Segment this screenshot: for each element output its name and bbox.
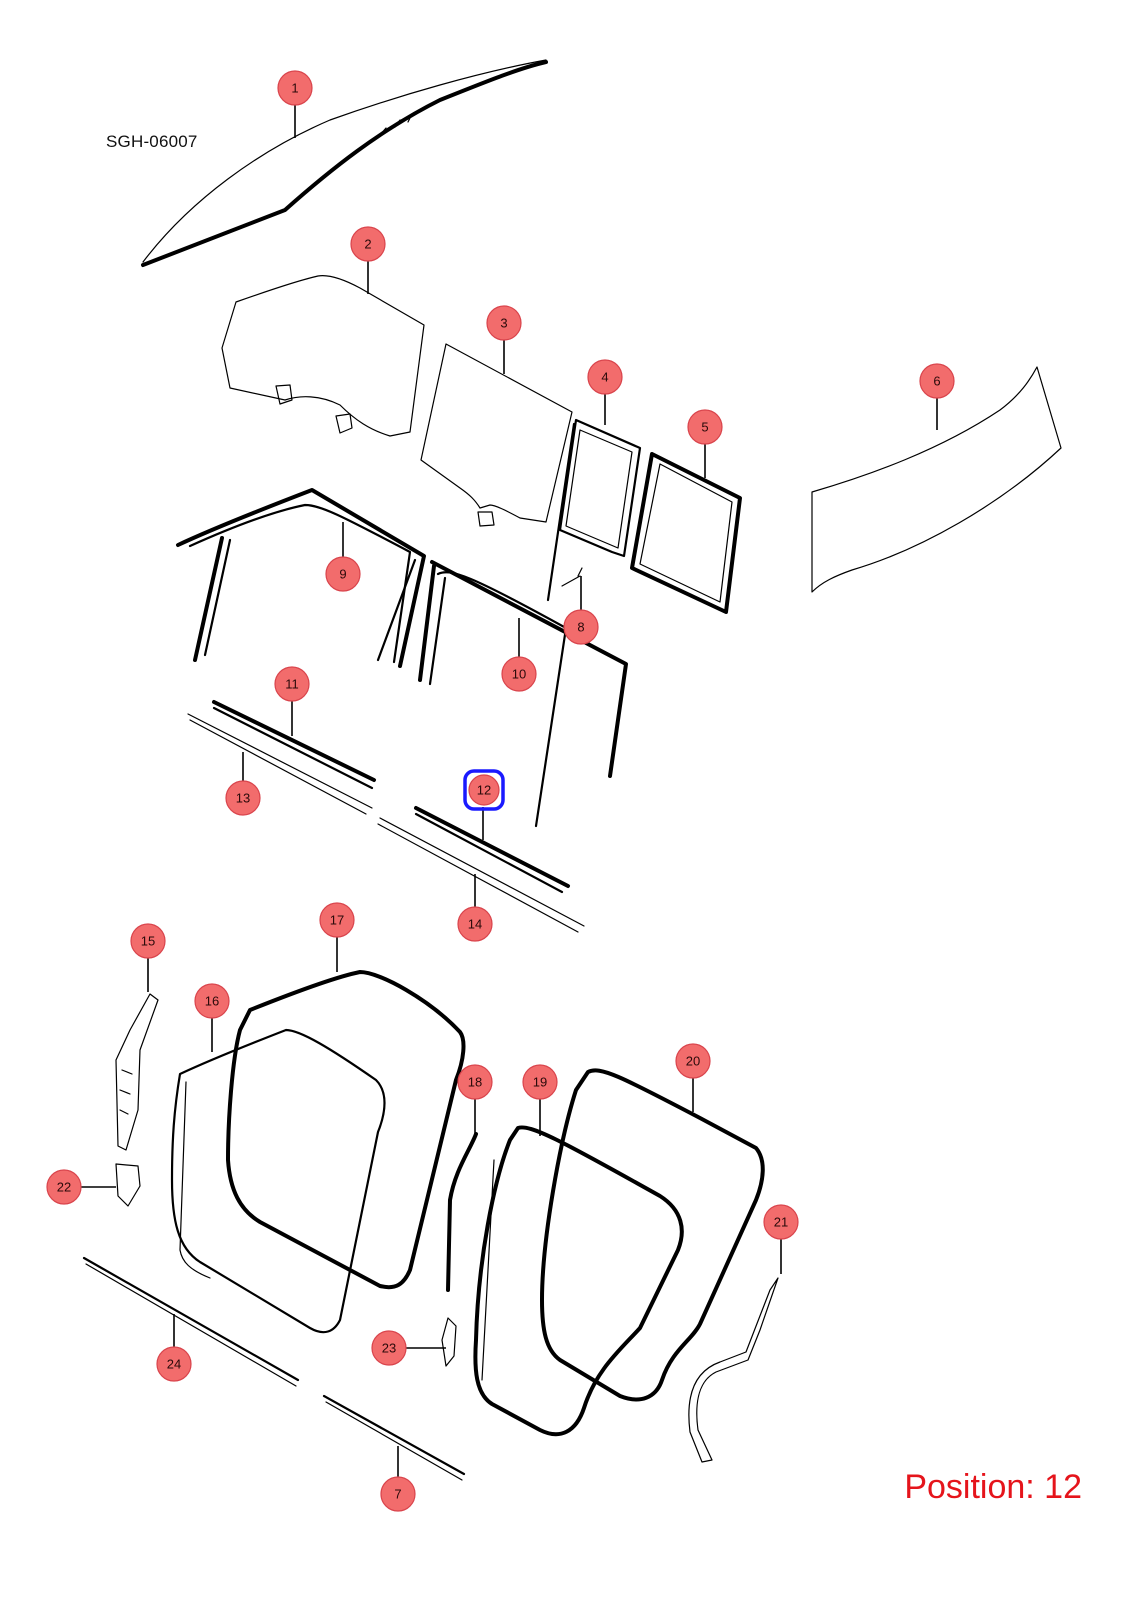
callout-18[interactable]: 18 xyxy=(457,1064,493,1100)
svg-text:13: 13 xyxy=(236,791,250,806)
part-11-front-belt-outer xyxy=(212,700,376,790)
svg-text:2: 2 xyxy=(364,237,371,252)
part-22-small-bracket xyxy=(115,1163,141,1207)
callout-1[interactable]: 1 xyxy=(277,70,313,106)
part-15-bracket xyxy=(115,993,159,1151)
svg-text:15: 15 xyxy=(141,934,155,949)
svg-text:8: 8 xyxy=(577,620,584,635)
part-23-clip xyxy=(441,1317,457,1367)
svg-text:10: 10 xyxy=(512,667,526,682)
svg-text:20: 20 xyxy=(686,1054,700,1069)
callout-6[interactable]: 6 xyxy=(919,363,955,399)
position-indicator: Position: 12 xyxy=(904,1468,1082,1506)
callout-21[interactable]: 21 xyxy=(763,1204,799,1240)
callout-20[interactable]: 20 xyxy=(675,1043,711,1079)
svg-text:23: 23 xyxy=(382,1341,396,1356)
part-17-front-door-outer-seal xyxy=(226,970,466,1290)
part-3-rear-door-glass xyxy=(420,343,573,527)
callout-12[interactable]: 12 xyxy=(463,769,505,811)
part-24-strip xyxy=(82,1256,300,1387)
svg-text:3: 3 xyxy=(500,316,507,331)
part-21-pillar-bracket xyxy=(688,1277,779,1463)
callout-22[interactable]: 22 xyxy=(46,1169,82,1205)
callout-8[interactable]: 8 xyxy=(563,609,599,645)
svg-text:17: 17 xyxy=(330,913,344,928)
part-12-rear-belt-outer xyxy=(414,806,570,894)
part-7-strip xyxy=(322,1394,466,1481)
svg-text:24: 24 xyxy=(167,1357,181,1372)
callout-9[interactable]: 9 xyxy=(325,556,361,592)
part-10-rear-door-frame-seal xyxy=(418,560,628,828)
part-19-rear-door-inner-seal xyxy=(473,1125,684,1437)
part-13-front-belt-inner xyxy=(187,713,373,815)
callout-5[interactable]: 5 xyxy=(687,409,723,445)
callout-17[interactable]: 17 xyxy=(319,902,355,938)
callout-10[interactable]: 10 xyxy=(501,656,537,692)
svg-text:14: 14 xyxy=(468,917,482,932)
part-16-front-door-inner-seal xyxy=(170,1028,386,1334)
svg-text:7: 7 xyxy=(394,1487,401,1502)
svg-text:5: 5 xyxy=(701,420,708,435)
svg-text:16: 16 xyxy=(205,994,219,1009)
callout-7[interactable]: 7 xyxy=(380,1476,416,1512)
part-4-quarter-glass xyxy=(546,418,642,602)
part-14-rear-belt-inner xyxy=(377,817,585,933)
part-1-windshield-molding xyxy=(141,59,548,267)
svg-text:19: 19 xyxy=(533,1075,547,1090)
part-20-rear-door-outer-seal xyxy=(540,1068,765,1402)
svg-text:18: 18 xyxy=(468,1075,482,1090)
svg-text:12: 12 xyxy=(477,783,491,798)
part-6-rear-window xyxy=(811,366,1062,593)
callout-4[interactable]: 4 xyxy=(587,359,623,395)
svg-text:4: 4 xyxy=(601,370,608,385)
selected-highlight xyxy=(463,769,505,811)
callout-23[interactable]: 23 xyxy=(371,1330,407,1366)
callout-13[interactable]: 13 xyxy=(225,780,261,816)
svg-text:21: 21 xyxy=(774,1215,788,1230)
svg-text:1: 1 xyxy=(291,81,298,96)
svg-text:11: 11 xyxy=(285,677,299,692)
callout-16[interactable]: 16 xyxy=(194,983,230,1019)
callout-24[interactable]: 24 xyxy=(156,1346,192,1382)
part-8-clip xyxy=(561,567,583,587)
svg-text:22: 22 xyxy=(57,1180,71,1195)
part-2-front-door-glass xyxy=(221,275,425,437)
callout-15[interactable]: 15 xyxy=(130,923,166,959)
callout-19[interactable]: 19 xyxy=(522,1064,558,1100)
part-18-strip xyxy=(446,1132,478,1292)
part-5-quarter-glass-frame xyxy=(630,452,742,614)
svg-text:9: 9 xyxy=(339,567,346,582)
part-9-front-door-frame-seal xyxy=(176,488,426,668)
diagram-code: SGH-06007 xyxy=(106,132,198,151)
callout-14[interactable]: 14 xyxy=(457,906,493,942)
callout-3[interactable]: 3 xyxy=(486,305,522,341)
callout-2[interactable]: 2 xyxy=(350,226,386,262)
svg-text:6: 6 xyxy=(933,374,940,389)
leader-lines xyxy=(81,105,938,1477)
callout-11[interactable]: 11 xyxy=(274,666,310,702)
